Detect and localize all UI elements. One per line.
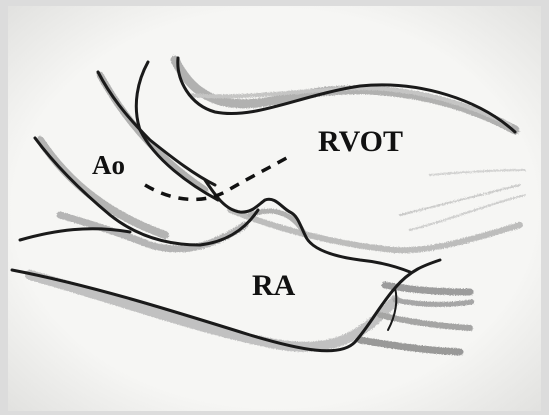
label-ao: Ao: [92, 152, 125, 179]
label-ra: RA: [252, 271, 295, 301]
label-rvot: RVOT: [318, 127, 403, 157]
